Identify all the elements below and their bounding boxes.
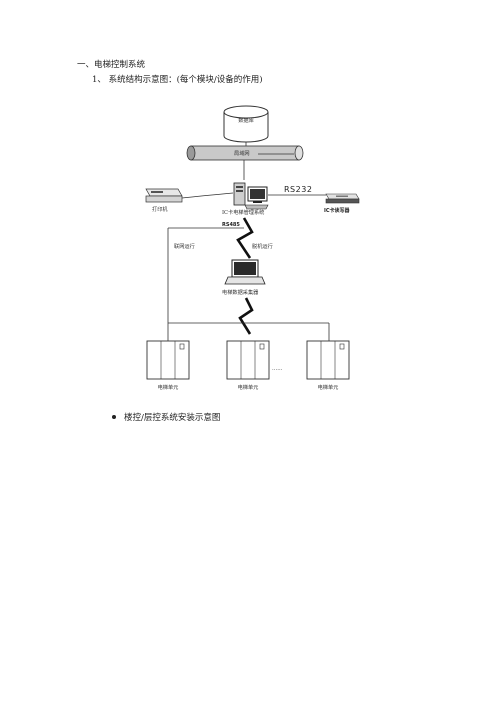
section-heading: 一、电梯控制系统 bbox=[77, 60, 146, 70]
server-label: IC卡电梯管理系统 bbox=[222, 208, 264, 216]
printer-cable bbox=[181, 192, 234, 199]
server-computer-icon bbox=[233, 182, 269, 210]
rs232-label: RS232 bbox=[284, 185, 312, 194]
printer-icon bbox=[145, 188, 183, 203]
bus-label: RS485 bbox=[222, 222, 240, 228]
ellipsis: …… bbox=[272, 366, 282, 372]
lan-label: 局域网 bbox=[234, 149, 250, 157]
elevator-unit-icon bbox=[146, 340, 190, 380]
lan-pipe-icon bbox=[186, 145, 304, 161]
elevator-unit-icon-2 bbox=[226, 340, 270, 380]
bullet-item: 楼控/层控系统安装示意图 bbox=[124, 413, 221, 423]
database-label: 数据库 bbox=[238, 116, 254, 124]
offline-label: 脱机运行 bbox=[252, 242, 273, 250]
card-reader-icon bbox=[325, 193, 360, 204]
card-reader-label: IC卡读写器 bbox=[324, 207, 351, 214]
wireless-link-icon-2 bbox=[238, 297, 254, 335]
database-icon bbox=[223, 105, 269, 143]
elevator-unit-label-2: 电梯单元 bbox=[238, 383, 259, 391]
elevator-unit-icon-3 bbox=[306, 340, 350, 380]
elevator-unit-label-3: 电梯单元 bbox=[318, 383, 339, 391]
subsection-heading: 1、 系统结构示意图：(每个模块/设备的作用) bbox=[92, 75, 263, 85]
printer-label: 打印机 bbox=[152, 205, 168, 213]
laptop-icon bbox=[224, 259, 266, 285]
wireless-link-icon bbox=[236, 217, 254, 259]
elevator-unit-label: 电梯单元 bbox=[158, 383, 179, 391]
bullet-icon bbox=[112, 415, 116, 419]
collector-label: 电梯数据采集器 bbox=[222, 288, 259, 296]
online-label: 联网运行 bbox=[174, 242, 195, 250]
